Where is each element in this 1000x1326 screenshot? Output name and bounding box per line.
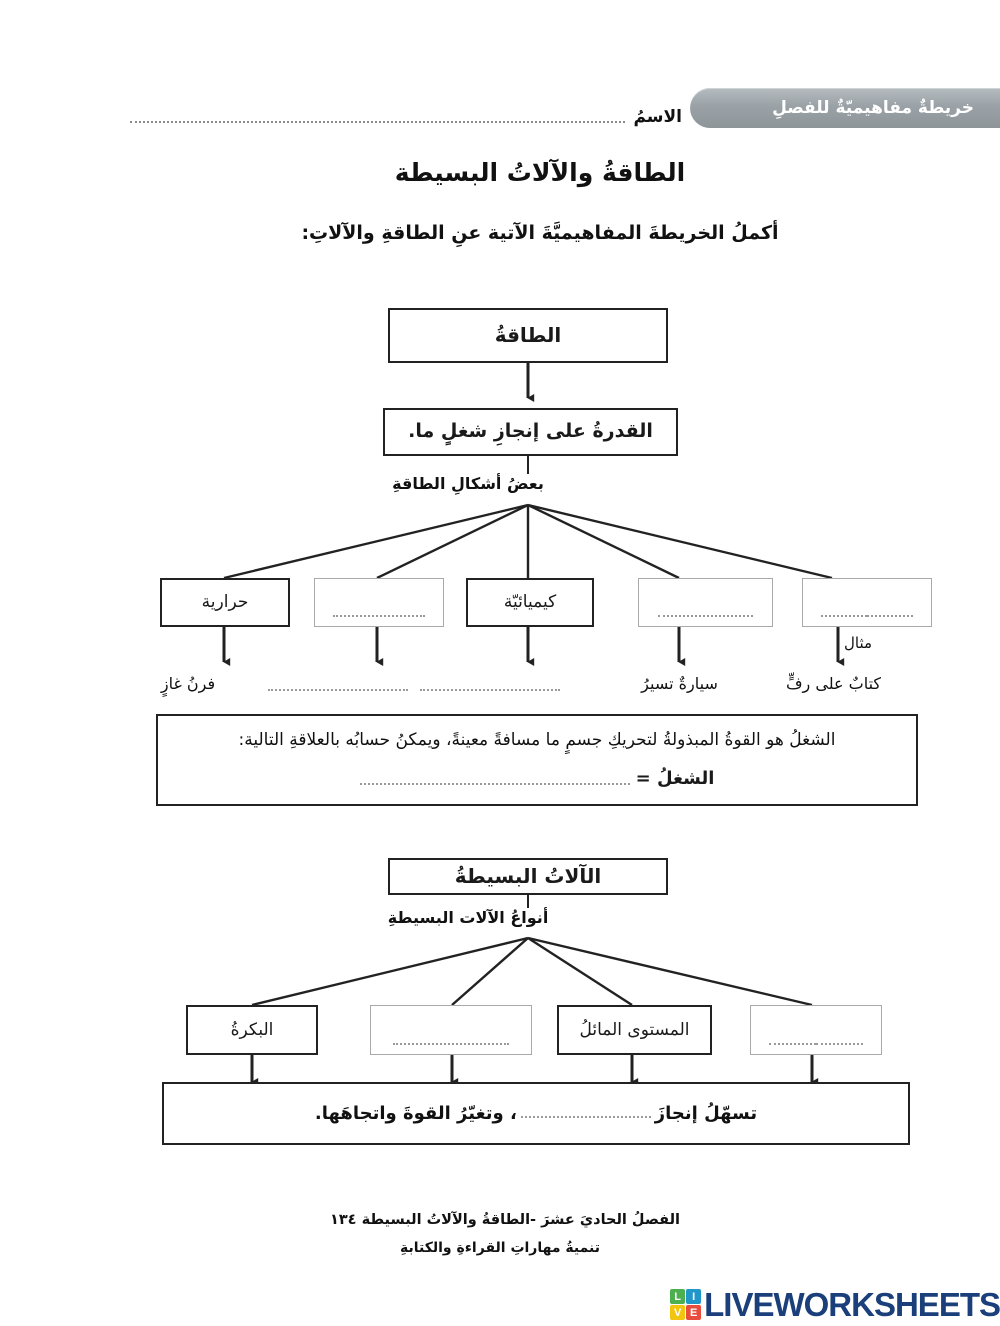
name-label: الاسمُ [633,107,682,127]
energy-branch-label: بعضُ أشكالِ الطاقةِ [334,474,602,493]
logo-tile-l: L [670,1289,686,1304]
liveworksheets-wordmark: LIVEWORKSHEETS [704,1286,1000,1323]
work-definition-text: الشغلُ هو القوةُ المبذولةُ لتحريكِ جسمٍ … [238,730,836,750]
energy-form-blank-4 [657,579,754,626]
instruction-text: أكملُ الخريطةَ المفاهيميَّةَ الآتية عنِ … [301,222,779,244]
liveworksheets-logo: L I V E LIVEWORKSHEETS [0,1288,1000,1321]
footer-page-number: ١٣٤ [329,1212,357,1228]
energy-form-blank-5 [820,579,914,626]
energy-form-box-5[interactable] [802,578,932,627]
energy-example-text-4: سيارةٌ تسيرُ [641,674,718,693]
energy-definition-box: القدرةُ على إنجازِ شغلٍ ما. [383,408,678,456]
machines-type-box-3: المستوى المائلُ [557,1005,712,1055]
name-input-line[interactable] [130,120,626,123]
logo-tile-e: E [686,1305,702,1320]
work-definition-box: الشغلُ هو القوةُ المبذولةُ لتحريكِ جسمٍ … [156,714,918,806]
logo-tile-i: I [686,1289,702,1304]
work-equation-input[interactable] [359,782,630,785]
energy-example-label: مثال [843,634,872,652]
energy-form-label-1: حرارية [201,592,249,613]
footer-subtitle: تنميةُ مهاراتِ القراءةِ والكتابةِ [400,1240,600,1256]
chapter-banner-label: خريطةٌ مفاهيميّةٌ للفصلِ [772,98,974,118]
machines-type-blank-4 [769,1006,863,1054]
energy-example-blank-2[interactable] [268,688,408,691]
machines-type-box-4[interactable] [750,1005,882,1055]
machines-type-box-1: البكرةُ [186,1005,318,1055]
work-equation-label: الشغلُ = [635,767,715,789]
liveworksheets-logo-icon: L I V E [670,1289,702,1320]
chapter-banner: خريطةٌ مفاهيميّةٌ للفصلِ [690,88,1000,128]
machines-summary-row: تسهّلُ إنجازَ ، وتغيّرُ القوةَ واتجاهَها… [315,1103,757,1124]
logo-tile-v: V [670,1305,686,1320]
energy-form-label-3: كيميائيّة [503,592,557,613]
energy-form-box-1: حرارية [160,578,290,627]
machines-type-label-3: المستوى المائلُ [579,1019,690,1040]
footer-chapter-line: الفصلُ الحاديَ عشرَ -الطاقةُ والآلاتُ ال… [80,1212,920,1228]
energy-example-text-1: فرنُ غازٍ [160,674,216,693]
machines-summary-box: تسهّلُ إنجازَ ، وتغيّرُ القوةَ واتجاهَها… [162,1082,910,1145]
machines-root-label: الآلاتُ البسيطةُ [454,864,602,888]
energy-root-label: الطاقةُ [494,323,562,347]
name-field-row: الاسمُ [130,104,682,128]
energy-definition-label: القدرةُ على إنجازِ شغلٍ ما. [408,420,653,443]
machines-summary-prefix: تسهّلُ إنجازَ [654,1103,758,1124]
machines-type-label-1: البكرةُ [230,1019,274,1040]
machines-branch-label: أنواعُ الآلات البسيطةِ [334,908,602,927]
work-equation-row: الشغلُ = [176,768,898,791]
energy-example-text-5: كتابٌ على رفٍّ [785,674,882,693]
energy-example-blank-3[interactable] [420,688,560,691]
machines-summary-suffix: ، وتغيّرُ القوةَ واتجاهَها. [314,1103,517,1124]
energy-form-blank-2 [332,579,426,626]
machines-summary-input[interactable] [520,1115,651,1118]
energy-form-box-4[interactable] [638,578,773,627]
energy-form-box-2[interactable] [314,578,444,627]
machines-type-blank-2 [393,1006,509,1054]
energy-form-box-3: كيميائيّة [466,578,594,627]
footer-chapter-text: الفصلُ الحاديَ عشرَ -الطاقةُ والآلاتُ ال… [361,1212,681,1228]
machines-type-box-2[interactable] [370,1005,532,1055]
energy-root-box: الطاقةُ [388,308,668,363]
machines-root-box: الآلاتُ البسيطةُ [388,858,668,895]
page-title: الطاقةُ والآلاتُ البسيطة [394,158,686,187]
